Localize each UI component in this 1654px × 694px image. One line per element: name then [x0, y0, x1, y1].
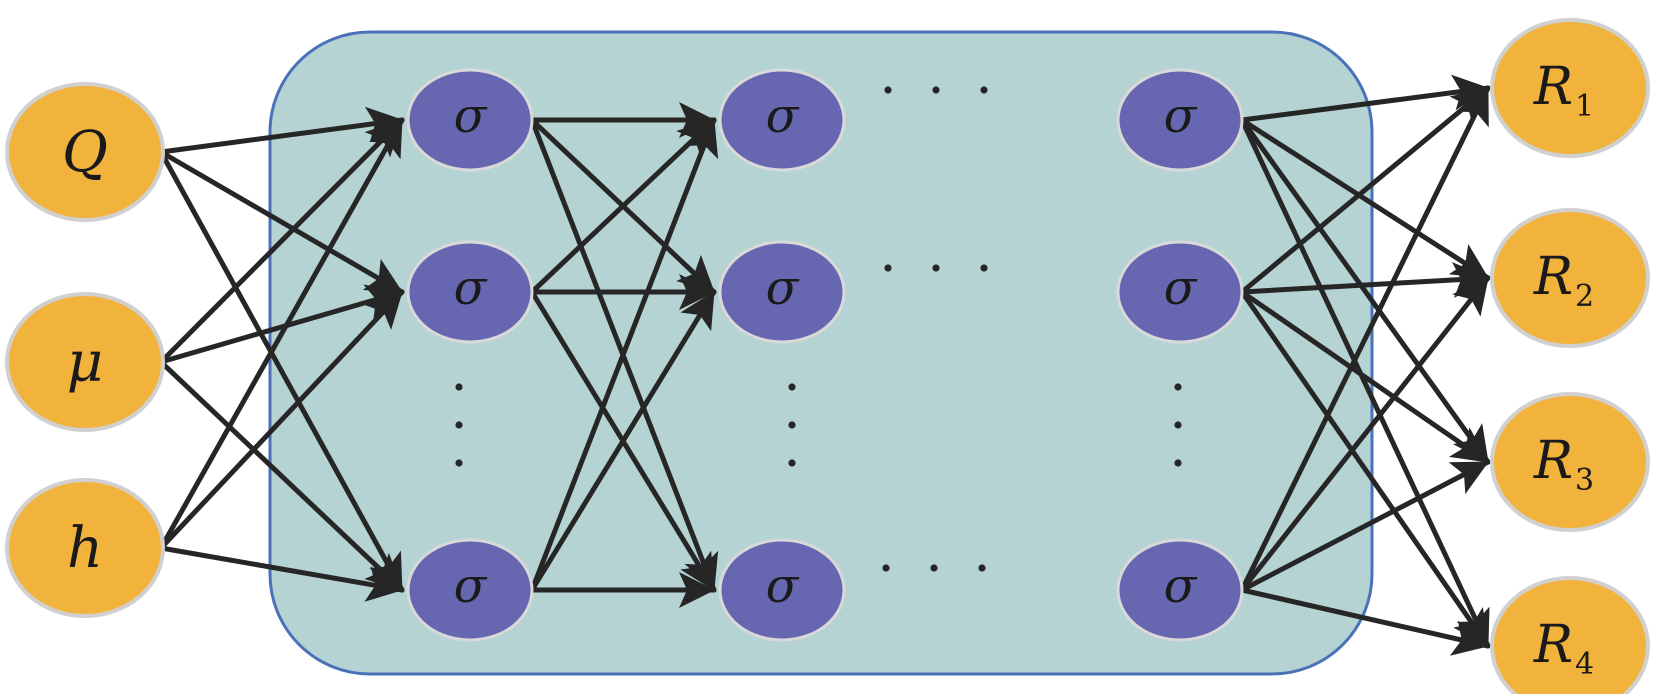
output-label: R3: [1533, 431, 1594, 498]
input-label: h: [67, 516, 103, 581]
output-label: R1: [1533, 57, 1594, 124]
input-label: Q: [62, 120, 108, 185]
edge-hlast-3-to-output-3: [1239, 459, 1491, 593]
edge-hlast-1-to-output-4: [1239, 117, 1491, 649]
hidden-node-label: σ: [1164, 558, 1198, 614]
hidden-node-label: σ: [1164, 260, 1198, 316]
edge-input-3-to-h1-2: [158, 289, 405, 551]
ellipsis-dots: [455, 86, 1182, 572]
edge-input-3-to-h1-1: [158, 117, 405, 551]
hidden-node-label: σ: [454, 558, 488, 614]
edge-hlast-2-to-output-3: [1239, 289, 1491, 465]
edge-hlast-2-to-output-1: [1239, 85, 1491, 295]
hidden-node-label: σ: [454, 88, 488, 144]
vertical-ellipsis-dot: [455, 421, 463, 429]
horizontal-ellipsis-dot: [930, 564, 938, 572]
edge-hlast-1-to-output-1: [1239, 74, 1491, 123]
input-node: [5, 292, 165, 432]
hidden-node: [406, 240, 534, 344]
hidden-node: [1116, 240, 1244, 344]
vertical-ellipsis-dot: [455, 459, 463, 467]
edge-hlast-2-to-output-4: [1239, 289, 1491, 649]
input-node: [5, 478, 165, 618]
horizontal-ellipsis-dot: [932, 86, 940, 94]
hidden-node-label: σ: [1164, 88, 1198, 144]
hidden-node: [406, 538, 534, 642]
output-label-subscript: 2: [1575, 279, 1594, 314]
connections: [158, 74, 1491, 656]
output-label-subscript: 1: [1575, 89, 1594, 124]
edge-hlast-3-to-output-4: [1239, 587, 1491, 656]
hidden-node: [718, 240, 846, 344]
hidden-node: [718, 68, 846, 172]
vertical-ellipsis-dot: [1174, 421, 1182, 429]
output-node: [1490, 576, 1650, 694]
edge-h1-3-to-h2-1: [529, 117, 719, 593]
hidden-node: [718, 538, 846, 642]
edge-hlast-2-to-output-2: [1239, 262, 1491, 298]
output-label-main: R: [1533, 431, 1573, 491]
output-node: [1490, 18, 1650, 158]
vertical-ellipsis-dot: [788, 459, 796, 467]
horizontal-ellipsis-dot: [978, 564, 986, 572]
input-node: [5, 82, 165, 222]
vertical-ellipsis-dot: [788, 421, 796, 429]
hidden-node-label: σ: [766, 88, 800, 144]
output-label-subscript: 4: [1575, 647, 1594, 682]
horizontal-ellipsis-dot: [884, 86, 892, 94]
output-label: R2: [1533, 247, 1594, 314]
output-label: R4: [1533, 615, 1594, 682]
input-label: μ: [67, 330, 103, 395]
output-node: [1490, 208, 1650, 348]
edge-input-1-to-h1-2: [158, 149, 405, 295]
edge-hlast-1-to-output-3: [1239, 117, 1491, 465]
vertical-ellipsis-dot: [788, 383, 796, 391]
vertical-ellipsis-dot: [1174, 383, 1182, 391]
hidden-node-label: σ: [454, 260, 488, 316]
output-label-main: R: [1533, 247, 1573, 307]
hidden-node: [1116, 68, 1244, 172]
vertical-ellipsis-dot: [455, 383, 463, 391]
vertical-ellipsis-dot: [1174, 459, 1182, 467]
edge-hlast-3-to-output-1: [1239, 85, 1491, 593]
output-label-subscript: 3: [1575, 463, 1594, 498]
horizontal-ellipsis-dot: [932, 264, 940, 272]
hidden-node: [1116, 538, 1244, 642]
hidden-node-label: σ: [766, 558, 800, 614]
hidden-node-label: σ: [766, 260, 800, 316]
edge-hlast-3-to-output-2: [1239, 275, 1491, 593]
output-node: [1490, 392, 1650, 532]
hidden-node: [406, 68, 534, 172]
horizontal-ellipsis-dot: [980, 86, 988, 94]
output-label-main: R: [1533, 615, 1573, 675]
horizontal-ellipsis-dot: [882, 564, 890, 572]
edge-h1-3-to-h2-2: [529, 289, 717, 593]
edge-input-3-to-h1-3: [158, 545, 405, 602]
horizontal-ellipsis-dot: [884, 264, 892, 272]
edge-input-1-to-h1-1: [158, 106, 405, 155]
edge-hlast-1-to-output-2: [1239, 117, 1491, 281]
edge-input-1-to-h1-3: [158, 149, 405, 593]
horizontal-ellipsis-dot: [980, 264, 988, 272]
output-label-main: R: [1533, 57, 1573, 117]
edge-input-2-to-h1-2: [158, 284, 405, 365]
edge-input-2-to-h1-3: [158, 359, 405, 593]
edge-input-2-to-h1-1: [158, 117, 405, 365]
edge-h1-2-to-h2-1: [529, 117, 717, 295]
